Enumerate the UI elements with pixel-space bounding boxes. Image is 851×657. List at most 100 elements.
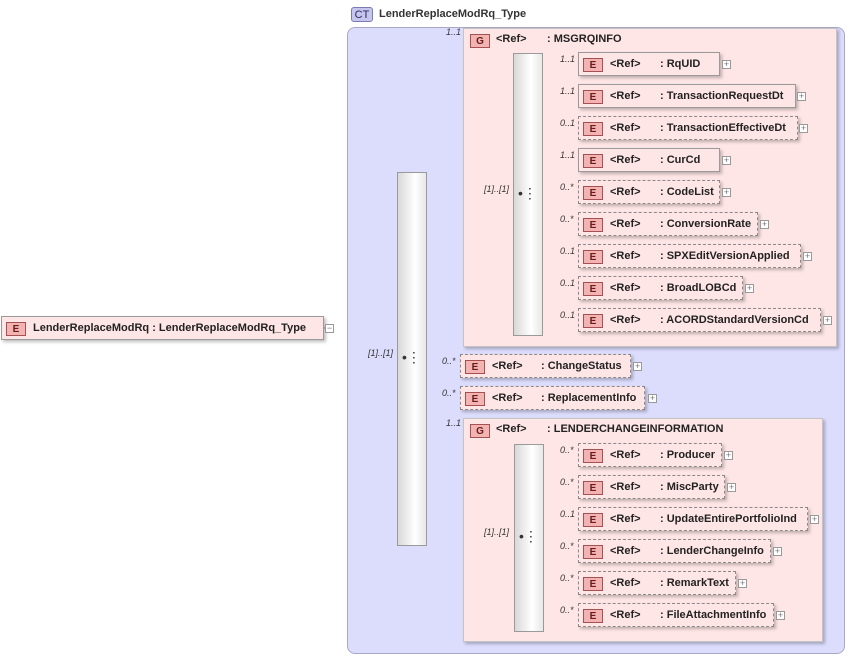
element-badge: E <box>465 392 485 406</box>
main-sequence-compositor[interactable] <box>397 172 427 546</box>
element-broadlobcd[interactable]: E <Ref> : BroadLOBCd <box>578 276 743 300</box>
item-cardinality: 0..1 <box>560 310 576 320</box>
item-cardinality: 1..1 <box>560 86 576 96</box>
lenderchange-sequence-cardinality: [1]..[1] <box>484 527 510 537</box>
item-cardinality: 0..1 <box>560 509 576 519</box>
expand-icon[interactable]: + <box>745 283 754 293</box>
element-codelist[interactable]: E <Ref> : CodeList <box>578 180 720 204</box>
element-updateentireportfolioind[interactable]: E <Ref> : UpdateEntirePortfolioInd <box>578 507 808 531</box>
element-ref: <Ref> <box>610 122 641 134</box>
element-badge: E <box>583 218 603 232</box>
element-transactionrequestdt[interactable]: E <Ref> : TransactionRequestDt <box>578 84 796 108</box>
element-name: : BroadLOBCd <box>660 282 737 294</box>
element-badge: E <box>583 314 603 328</box>
element-ref: <Ref> <box>610 250 641 262</box>
expand-icon[interactable]: + <box>648 393 657 403</box>
item-cardinality: 0..1 <box>560 118 576 128</box>
item-cardinality: 0..* <box>560 541 574 551</box>
element-ref: <Ref> <box>610 545 641 557</box>
element-name: : Producer <box>660 449 716 461</box>
sequence-icon: •⋮ <box>519 528 538 544</box>
element-name: : ConversionRate <box>660 218 752 230</box>
expand-icon[interactable]: + <box>722 155 731 165</box>
item-cardinality: 1..1 <box>560 54 576 64</box>
group-msgrqinfo-cardinality: 1..1 <box>446 27 462 37</box>
element-ref: <Ref> <box>610 449 641 461</box>
expand-icon[interactable]: + <box>773 546 782 556</box>
expand-icon[interactable]: + <box>727 482 736 492</box>
element-conversionrate[interactable]: E <Ref> : ConversionRate <box>578 212 758 236</box>
collapse-toggle[interactable]: − <box>325 323 334 333</box>
element-badge: E <box>583 186 603 200</box>
changestatus-cardinality: 0..* <box>442 356 456 366</box>
expand-icon[interactable]: + <box>810 514 819 524</box>
expand-icon[interactable]: + <box>722 187 731 197</box>
item-cardinality: 0..* <box>560 182 574 192</box>
element-ref: <Ref> <box>610 513 641 525</box>
element-changestatus[interactable]: E <Ref> : ChangeStatus <box>460 354 631 378</box>
element-badge: E <box>583 513 603 527</box>
element-ref: <Ref> <box>492 392 523 404</box>
group-lenderchangeinformation-name: : LENDERCHANGEINFORMATION <box>547 423 724 435</box>
item-cardinality: 0..* <box>560 445 574 455</box>
element-fileattachmentinfo[interactable]: E <Ref> : FileAttachmentInfo <box>578 603 774 627</box>
element-ref: <Ref> <box>610 58 641 70</box>
element-spxeditversionapplied[interactable]: E <Ref> : SPXEditVersionApplied <box>578 244 801 268</box>
group-lenderchangeinformation-cardinality: 1..1 <box>446 418 462 428</box>
expand-icon[interactable]: + <box>823 315 832 325</box>
element-name: : ACORDStandardVersionCd <box>660 314 809 326</box>
group-badge: G <box>470 424 490 438</box>
element-badge: E <box>583 282 603 296</box>
expand-icon[interactable]: + <box>722 59 731 69</box>
element-badge: E <box>583 90 603 104</box>
element-badge: E <box>583 577 603 591</box>
msgrqinfo-sequence-compositor[interactable] <box>513 53 543 336</box>
element-badge: E <box>583 154 603 168</box>
complex-type-name: LenderReplaceModRq_Type <box>379 8 527 20</box>
item-cardinality: 0..1 <box>560 278 576 288</box>
expand-icon[interactable]: + <box>724 450 733 460</box>
element-name: : UpdateEntirePortfolioInd <box>660 513 797 525</box>
expand-icon[interactable]: + <box>797 91 806 101</box>
element-badge: E <box>583 481 603 495</box>
element-name: : ChangeStatus <box>541 360 622 372</box>
element-ref: <Ref> <box>610 218 641 230</box>
element-name: : CodeList <box>660 186 714 198</box>
element-ref: <Ref> <box>610 186 641 198</box>
element-curcd[interactable]: E <Ref> : CurCd <box>578 148 720 172</box>
expand-icon[interactable]: + <box>799 123 808 133</box>
element-acordstandardversioncd[interactable]: E <Ref> : ACORDStandardVersionCd <box>578 308 821 332</box>
msgrqinfo-sequence-cardinality: [1]..[1] <box>484 184 510 194</box>
element-miscparty[interactable]: E <Ref> : MiscParty <box>578 475 725 499</box>
element-name: : ReplacementInfo <box>541 392 637 404</box>
element-name: : TransactionRequestDt <box>660 90 784 102</box>
item-cardinality: 1..1 <box>560 150 576 160</box>
expand-icon[interactable]: + <box>760 219 769 229</box>
element-producer[interactable]: E <Ref> : Producer <box>578 443 722 467</box>
element-ref: <Ref> <box>610 577 641 589</box>
element-badge: E <box>583 449 603 463</box>
element-ref: <Ref> <box>610 154 641 166</box>
group-ref: <Ref> <box>496 33 527 45</box>
item-cardinality: 0..* <box>560 214 574 224</box>
element-ref: <Ref> <box>492 360 523 372</box>
expand-icon[interactable]: + <box>738 578 747 588</box>
element-remarktext[interactable]: E <Ref> : RemarkText <box>578 571 736 595</box>
element-transactioneffectivedt[interactable]: E <Ref> : TransactionEffectiveDt <box>578 116 798 140</box>
element-lenderchangeinfo[interactable]: E <Ref> : LenderChangeInfo <box>578 539 771 563</box>
root-element[interactable]: E LenderReplaceModRq : LenderReplaceModR… <box>1 316 324 340</box>
element-replacementinfo[interactable]: E <Ref> : ReplacementInfo <box>460 386 645 410</box>
sequence-icon: •⋮ <box>402 349 421 365</box>
element-badge: E <box>583 250 603 264</box>
lenderchange-sequence-compositor[interactable] <box>514 444 544 632</box>
element-name: : RemarkText <box>660 577 729 589</box>
element-badge: E <box>583 609 603 623</box>
expand-icon[interactable]: + <box>803 251 812 261</box>
expand-icon[interactable]: + <box>776 610 785 620</box>
element-badge: E <box>465 360 485 374</box>
item-cardinality: 0..* <box>560 605 574 615</box>
expand-icon[interactable]: + <box>633 361 642 371</box>
element-rquid[interactable]: E <Ref> : RqUID <box>578 52 720 76</box>
element-name: : SPXEditVersionApplied <box>660 250 790 262</box>
item-cardinality: 0..* <box>560 477 574 487</box>
